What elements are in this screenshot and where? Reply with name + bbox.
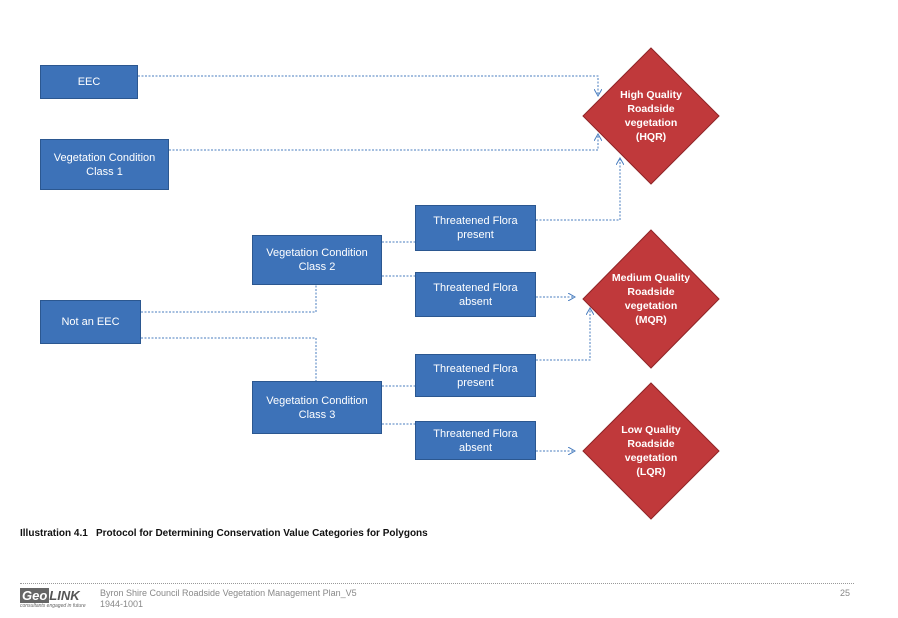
tf3-absent-line2: absent <box>458 441 493 454</box>
tf3-absent-line1: Threatened Flora <box>433 427 518 440</box>
not-eec-box: Not an EEC <box>40 300 141 344</box>
threatened-flora-absent-class3-box: Threatened Flora absent <box>415 421 536 460</box>
hqr-line2: Roadside <box>627 103 675 115</box>
page-number: 25 <box>839 588 850 598</box>
lqr-line2: Roadside <box>627 438 675 450</box>
vcc2-label-line2: Class 2 <box>298 261 336 273</box>
vcc2-label-line1: Vegetation Condition <box>266 247 368 259</box>
logo-geo: Geo <box>20 588 50 603</box>
footer-doc-title: Byron Shire Council Roadside Vegetation … <box>100 588 357 598</box>
mqr-diamond <box>582 229 720 369</box>
mqr-line4: (MQR) <box>635 314 667 326</box>
tf3-present-line1: Threatened Flora <box>433 362 518 375</box>
tf3-present-line2: present <box>457 376 494 389</box>
vegetation-condition-class3-box: Vegetation Condition Class 3 <box>252 381 382 434</box>
hqr-line3: vegetation <box>624 117 678 129</box>
hqr-diamond <box>582 47 720 185</box>
footer-divider <box>20 583 854 584</box>
connector-noteec-vcc3 <box>141 337 317 381</box>
tf2-present-line1: Threatened Flora <box>433 215 518 227</box>
not-eec-label: Not an EEC <box>61 316 120 328</box>
footer-doc-ref: 1944-1001 <box>100 599 144 609</box>
vcc1-label-line2: Class 1 <box>86 165 123 178</box>
connector-tf3-present-mqr <box>536 308 590 361</box>
figure-caption: Illustration 4.1 Protocol for Determining… <box>20 528 428 539</box>
tf2-absent-line2: absent <box>458 295 493 308</box>
lqr-line4: (LQR) <box>636 466 666 478</box>
tf2-present-line2: present <box>457 229 494 241</box>
connector-eec-hqr <box>138 75 598 96</box>
vcc1-label-line1: Vegetation Condition <box>53 151 156 164</box>
hqr-line1: High Quality <box>620 89 682 101</box>
lqr-line3: vegetation <box>624 452 678 464</box>
mqr-line2: Roadside <box>627 286 675 298</box>
vegetation-condition-class1-box: Vegetation Condition Class 1 <box>40 139 169 190</box>
caption-number: Illustration 4.1 <box>20 528 88 539</box>
connector-noteec-vcc2 <box>141 285 317 313</box>
threatened-flora-present-class3-box: Threatened Flora present <box>415 354 536 397</box>
eec-box: EEC <box>40 65 138 99</box>
vcc3-label-line1: Vegetation Condition <box>266 394 368 407</box>
footer-document-info: Byron Shire Council Roadside Vegetation … <box>100 588 357 610</box>
logo-link: LINK <box>49 588 80 603</box>
lqr-diamond <box>582 382 720 520</box>
mqr-line1: Medium Quality <box>611 272 691 284</box>
tf2-absent-line1: Threatened Flora <box>433 281 518 294</box>
eec-label: EEC <box>77 76 101 88</box>
connector-vcc1-hqr <box>169 134 598 151</box>
vegetation-condition-class2-box: Vegetation Condition Class 2 <box>252 235 382 285</box>
connector-tf2-present-hqr <box>536 158 620 221</box>
lqr-line1: Low Quality <box>621 424 681 436</box>
mqr-line3: vegetation <box>624 300 678 312</box>
caption-title: Protocol for Determining Conservation Va… <box>96 528 428 539</box>
mqr-label: Medium Quality Roadside vegetation (MQR) <box>606 263 696 335</box>
lqr-label: Low Quality Roadside vegetation (LQR) <box>611 415 691 487</box>
logo-tagline: consultants engaged in future <box>20 603 86 609</box>
hqr-line4: (HQR) <box>635 131 667 143</box>
hqr-label: High Quality Roadside vegetation (HQR) <box>611 80 691 152</box>
threatened-flora-present-class2-box: Threatened Flora present <box>415 205 536 251</box>
threatened-flora-absent-class2-box: Threatened Flora absent <box>415 272 536 317</box>
vcc3-label-line2: Class 3 <box>298 408 336 421</box>
